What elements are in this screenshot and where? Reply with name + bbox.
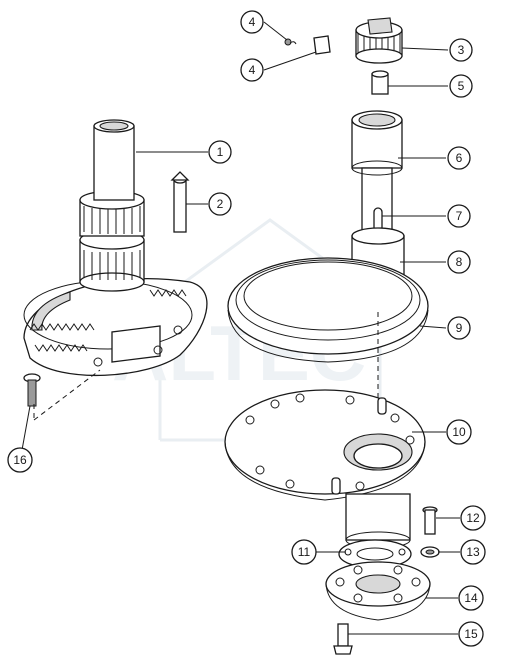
part-15-bolt bbox=[333, 623, 353, 655]
svg-text:6: 6 bbox=[456, 151, 463, 165]
svg-text:3: 3 bbox=[458, 43, 465, 57]
svg-text:2: 2 bbox=[217, 197, 224, 211]
svg-text:5: 5 bbox=[458, 79, 465, 93]
callout-16: 16 bbox=[7, 447, 33, 473]
callout-7: 7 bbox=[447, 204, 471, 228]
part-13-washer bbox=[420, 546, 440, 558]
callout-2: 2 bbox=[208, 192, 232, 216]
leader-lines bbox=[21, 21, 460, 635]
callout-12: 12 bbox=[460, 505, 486, 531]
svg-text:7: 7 bbox=[456, 209, 463, 223]
callout-8: 8 bbox=[447, 250, 471, 274]
svg-text:15: 15 bbox=[464, 627, 478, 641]
svg-text:9: 9 bbox=[456, 321, 463, 335]
callout-4-top: 4 bbox=[240, 10, 264, 34]
callout-6: 6 bbox=[447, 146, 471, 170]
svg-text:12: 12 bbox=[466, 511, 480, 525]
callout-14: 14 bbox=[458, 585, 484, 611]
callout-9: 9 bbox=[447, 316, 471, 340]
svg-text:4: 4 bbox=[249, 63, 256, 77]
part-4-clips bbox=[284, 35, 331, 55]
part-2-pin bbox=[170, 171, 190, 233]
svg-text:8: 8 bbox=[456, 255, 463, 269]
part-12-bolt bbox=[422, 506, 438, 535]
callout-13: 13 bbox=[460, 539, 486, 565]
part-3-pinion-gear bbox=[355, 17, 403, 64]
svg-text:16: 16 bbox=[13, 453, 27, 467]
part-1-shaft-gear-assembly bbox=[23, 119, 208, 377]
svg-text:14: 14 bbox=[464, 591, 478, 605]
part-16-screw bbox=[23, 369, 101, 422]
part-10-base-flange bbox=[224, 389, 426, 549]
callout-3: 3 bbox=[449, 38, 473, 62]
callout-5: 5 bbox=[449, 74, 473, 98]
svg-text:10: 10 bbox=[452, 425, 466, 439]
part-14-lower-flange bbox=[325, 561, 431, 621]
callout-1: 1 bbox=[208, 140, 232, 164]
callout-15: 15 bbox=[458, 621, 484, 647]
part-5-sleeve bbox=[371, 70, 389, 95]
svg-text:11: 11 bbox=[298, 545, 311, 559]
callout-10: 10 bbox=[446, 419, 472, 445]
callout-11: 11 bbox=[291, 539, 317, 565]
callout-4-bottom: 4 bbox=[240, 58, 264, 82]
svg-text:13: 13 bbox=[466, 545, 480, 559]
svg-text:1: 1 bbox=[217, 145, 224, 159]
svg-text:4: 4 bbox=[249, 15, 256, 29]
